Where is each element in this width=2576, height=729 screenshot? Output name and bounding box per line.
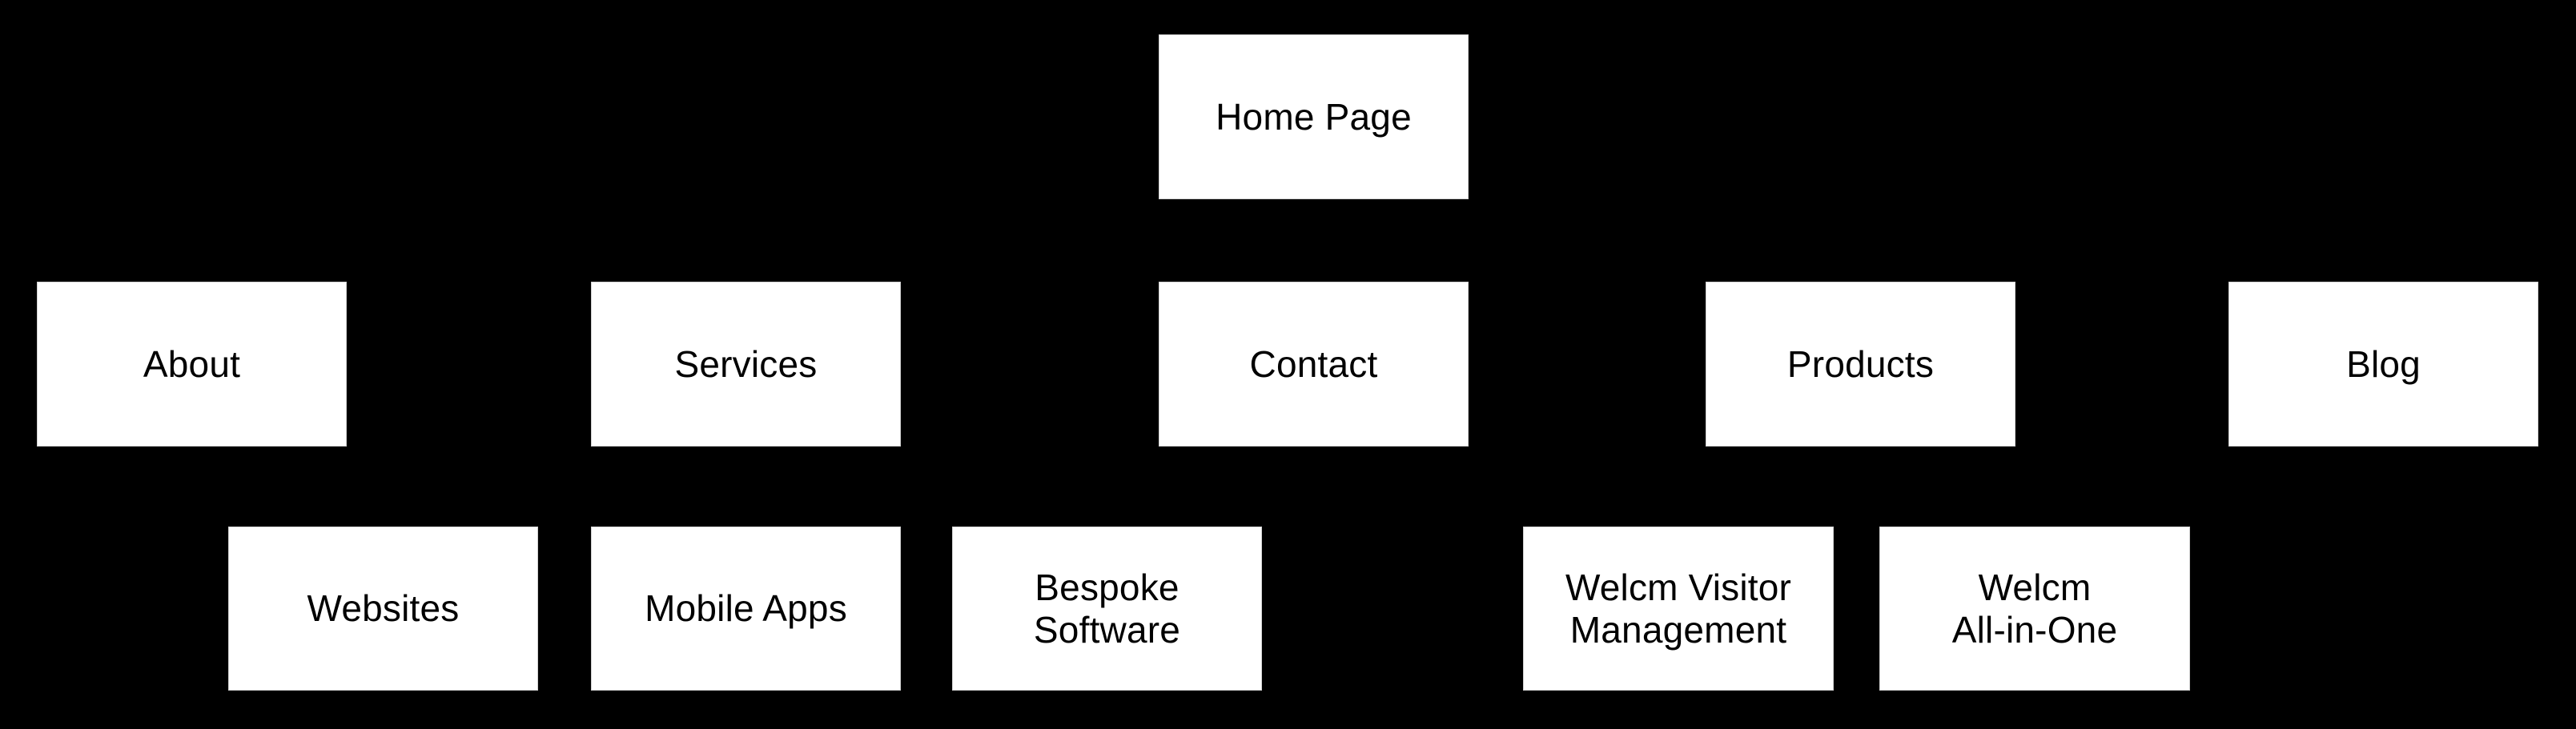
- sitemap-node-label: Home Page: [1216, 95, 1412, 138]
- sitemap-node-label: Blog: [2346, 342, 2421, 385]
- sitemap-node-label: Welcm All-in-One: [1951, 566, 2118, 651]
- sitemap-node-label: Mobile Apps: [645, 587, 847, 629]
- sitemap-node-websites[interactable]: Websites: [228, 527, 538, 691]
- sitemap-node-label: Bespoke Software: [1033, 566, 1181, 651]
- sitemap-node-label: Services: [674, 342, 818, 385]
- sitemap-node-contact[interactable]: Contact: [1159, 282, 1469, 447]
- sitemap-node-home-page[interactable]: Home Page: [1159, 34, 1469, 199]
- sitemap-node-label: About: [143, 342, 241, 385]
- sitemap-node-mobile-apps[interactable]: Mobile Apps: [591, 527, 901, 691]
- sitemap-node-bespoke-software[interactable]: Bespoke Software: [952, 527, 1262, 691]
- sitemap-node-blog[interactable]: Blog: [2228, 282, 2538, 447]
- sitemap-node-label: Contact: [1249, 342, 1378, 385]
- sitemap-node-welcm-all-in-one[interactable]: Welcm All-in-One: [1879, 527, 2190, 691]
- sitemap-node-services[interactable]: Services: [591, 282, 901, 447]
- sitemap-node-label: Websites: [307, 587, 460, 629]
- sitemap-node-label: Welcm Visitor Management: [1565, 566, 1792, 651]
- sitemap-node-about[interactable]: About: [37, 282, 347, 447]
- sitemap-node-label: Products: [1786, 342, 1935, 385]
- sitemap-node-products[interactable]: Products: [1706, 282, 2015, 447]
- sitemap-node-welcm-visitor-management[interactable]: Welcm Visitor Management: [1523, 527, 1834, 691]
